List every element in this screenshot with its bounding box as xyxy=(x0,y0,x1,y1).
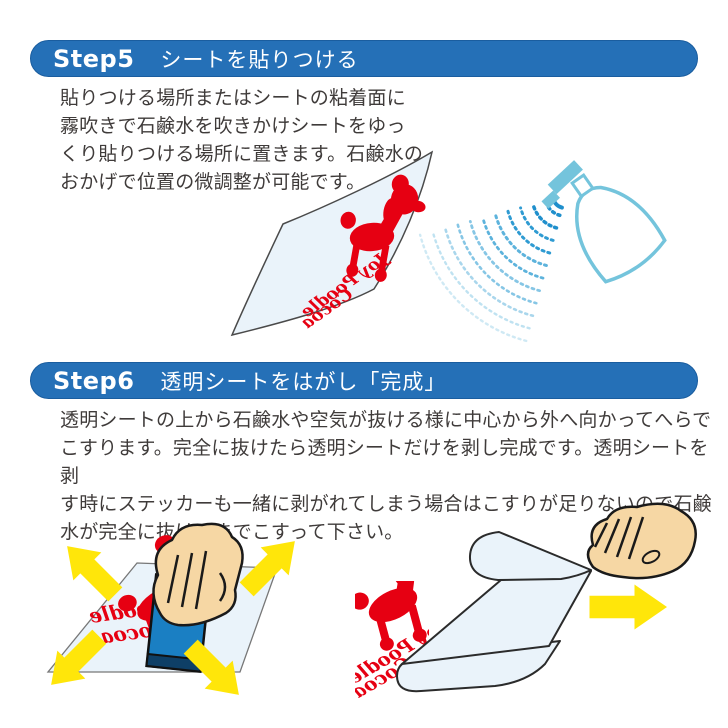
transparent-sheet xyxy=(396,531,592,693)
step5-label: Step5 xyxy=(53,44,135,73)
step5-banner: Step5 シートを貼りつける xyxy=(30,40,698,77)
step6-body-text: 透明シートの上から石鹸水や空気が抜ける様に中心から外へ向かってへらで こすります… xyxy=(60,409,712,543)
step6-title: 透明シートをはがし「完成」 xyxy=(160,369,447,394)
step5-title: シートを貼りつける xyxy=(160,47,359,72)
step5-illustration: Joy Poodle Cocoa xyxy=(230,150,667,343)
step6-label: Step6 xyxy=(53,366,135,395)
sticker-sheet xyxy=(230,150,434,337)
spray-bottle-icon xyxy=(541,160,667,284)
step6-banner: Step6 透明シートをはがし「完成」 xyxy=(30,362,698,399)
hand-icon xyxy=(586,502,697,580)
step6-rubbing-illustration: Joy Poodle Cocoa xyxy=(37,522,309,709)
step5-body-text: 貼りつける場所またはシートの粘着面に 霧吹きで石鹸水を吹きかけシートをゆっ くり… xyxy=(60,87,424,193)
step6-peeling-illustration: Joy Poodle Cocoa xyxy=(355,502,697,703)
spray-mist xyxy=(418,197,564,343)
arrow-right-icon xyxy=(589,584,667,630)
hand-icon xyxy=(152,522,244,627)
